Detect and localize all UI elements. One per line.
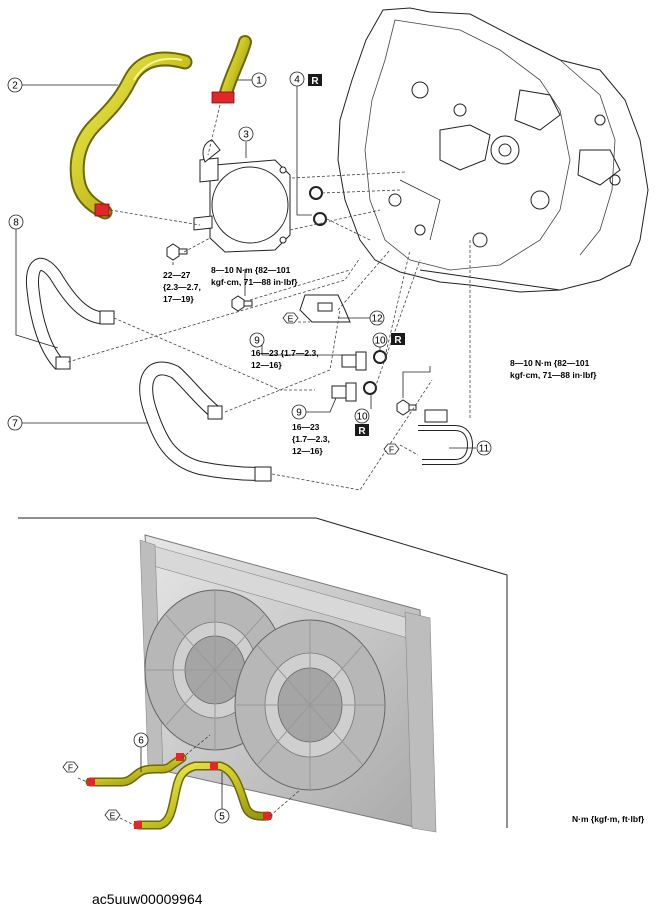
torque-lower-fitting-line3: 12—16} [292,446,323,456]
callout-12: 12 [369,310,385,326]
torque-right-bolt-line2: kgf·cm, 71—88 in·lbf} [510,370,597,380]
torque-bracket-line1: 8—10 N·m {82—101 [211,265,291,275]
hose7-upper-fitting [207,405,223,420]
torque-bracket-line2: kgf·cm, 71—88 in·lbf} [211,277,298,287]
callout-10-upper: 10 [372,332,388,348]
bolt-bracket [231,295,253,312]
oil-hose-5 [133,761,273,830]
replace-marker-r-1: R [308,74,322,87]
o-ring-4b [313,212,327,226]
oil-hose-1 [218,35,252,103]
union-fitting-9-upper [341,351,367,371]
hose7-lower-fitting [254,466,272,482]
callout-10-lower-text: 10 [356,412,368,423]
oil-hose-6 [85,753,187,787]
torque-upper-fitting-line2: 12—16} [251,360,282,370]
bolt-cooler [166,243,188,261]
torque-lower-fitting-line2: {1.7—2.3, [292,434,330,444]
callout-12-text: 12 [371,314,383,325]
torque-lower-fitting-line1: 16—23 [292,422,320,432]
callout-3-text: 3 [243,130,249,141]
callout-3: 3 [238,126,254,142]
torque-upper-fitting: 16—23 {1.7—2.3, 12—16} [251,348,319,370]
hose6-clamp-b [176,753,184,761]
o-ring-10-lower [363,381,377,395]
replace-marker-r-1-text: R [311,76,319,87]
replace-marker-r-2-text: R [394,335,402,346]
bolt-pipe [396,399,417,416]
marker-e-lower: E [104,809,121,821]
transaxle-housing [337,7,649,293]
oil-hose-8 [25,257,106,370]
callout-11-text: 11 [479,444,490,455]
callout-1-text: 1 [256,76,262,87]
torque-bolt-left: 22—27 {2.3—2.7, 17—19} [163,270,201,304]
o-ring-4a [309,186,323,200]
torque-bolt-left-line3: 17—19} [163,294,194,304]
bracket-12 [299,294,351,323]
callout-9-lower: 9 [291,404,307,420]
callout-6-text: 6 [138,736,144,747]
units-note: N·m {kgf·m, ft·lbf} [572,814,645,824]
oil-cooler [193,139,291,253]
dashed-guide-lines [67,104,471,491]
callout-7-text: 7 [12,419,18,430]
callout-9-lower-text: 9 [296,408,302,419]
torque-bracket: 8—10 N·m {82—101 kgf·cm, 71—88 in·lbf} [211,265,298,287]
replace-marker-r-2: R [391,333,405,346]
callout-8: 8 [8,214,24,230]
o-ring-10-upper [373,350,387,364]
oil-hose-2 [69,51,193,220]
hose5-clamp-c [263,812,271,820]
callout-10-upper-text: 10 [374,336,386,347]
callout-6: 6 [133,732,149,748]
callout-5-text: 5 [219,812,225,823]
marker-f-upper-text: F [389,445,394,455]
marker-e-upper-text: E [288,314,294,324]
dashed-guide-lines-lower [77,734,301,826]
hose6-clamp-a [87,778,95,786]
callout-10-lower: 10 [354,408,370,424]
hose-clamp-1 [211,91,235,104]
torque-upper-fitting-line1: 16—23 {1.7—2.3, [251,348,319,358]
torque-bolt-left-line1: 22—27 [163,270,191,280]
callout-11: 11 [476,440,492,456]
torque-bolt-left-line2: {2.3—2.7, [163,282,201,292]
torque-right-bolt: 8—10 N·m {82—101 kgf·cm, 71—88 in·lbf} [510,358,597,380]
document-id: ac5uuw00009964 [92,891,203,907]
callout-4-text: 4 [294,75,300,86]
union-fitting-9-lower [331,382,357,402]
callout-7: 7 [7,415,23,431]
callout-2-text: 2 [12,81,18,92]
callout-9-upper-text: 9 [254,336,260,347]
oil-hose-7 [139,361,263,481]
hose8-end-fitting [99,310,115,325]
cooling-fan-right [234,619,386,791]
callout-8-text: 8 [13,218,19,229]
torque-right-bolt-line1: 8—10 N·m {82—101 [510,358,590,368]
hose5-clamp-b [210,762,218,770]
marker-f-lower: F [62,761,79,773]
hose5-clamp-a [134,821,142,829]
marker-f-lower-text: F [68,763,73,773]
callout-5: 5 [214,808,230,824]
callout-4: 4 [289,71,305,87]
torque-lower-fitting: 16—23 {1.7—2.3, 12—16} [292,422,330,456]
marker-e-upper: E [282,312,299,324]
callout-1: 1 [251,72,267,88]
callout-9-upper: 9 [249,332,265,348]
marker-f-upper: F [383,443,400,455]
oil-pipe-11 [418,409,474,465]
callout-2: 2 [7,77,23,93]
replace-marker-r-3: R [355,424,369,437]
callout-leaders-lower [140,746,223,810]
hose8-lower-fitting [55,356,71,370]
replace-marker-r-3-text: R [358,426,366,437]
lower-panel-frame [18,517,508,828]
marker-e-lower-text: E [110,811,116,821]
hose-clamp-2 [94,203,110,217]
